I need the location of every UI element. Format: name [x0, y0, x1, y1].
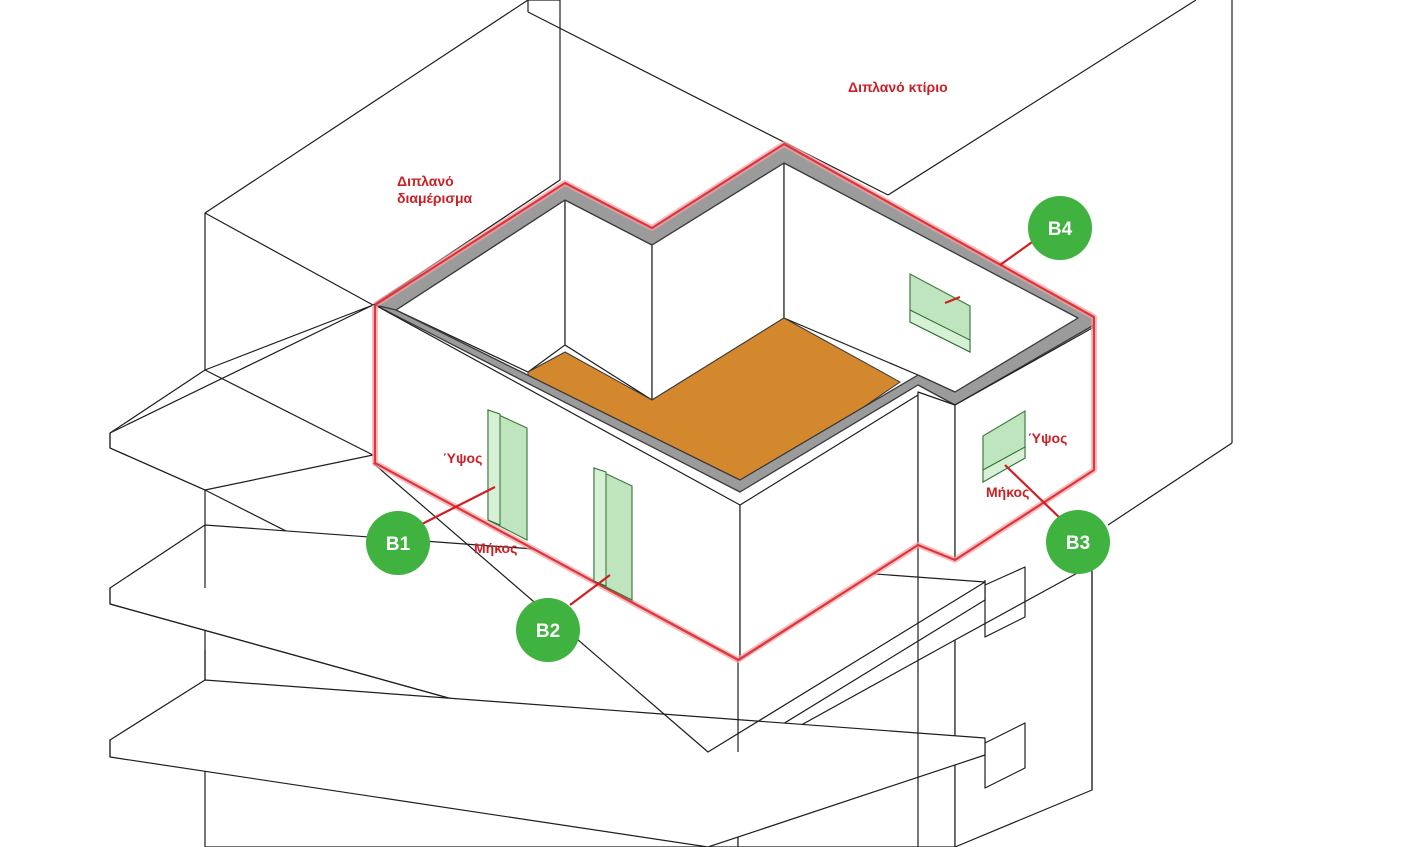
- b3-length-label: Μήκος: [986, 484, 1029, 500]
- neighbor-apartment-label-line2: διαμέρισμα: [397, 190, 473, 206]
- leader-b3: [1004, 464, 1063, 521]
- leader-b4-tick: [944, 295, 961, 305]
- badge-b4-label: B4: [1048, 219, 1073, 240]
- opening-b1: [487, 409, 528, 541]
- opening-b2: [593, 467, 633, 601]
- leader-b2: [569, 574, 611, 606]
- neighbor-apartment-label-line1: Διπλανό: [397, 173, 454, 189]
- badge-b4: B4: [1028, 196, 1092, 260]
- badge-b3: B3: [1046, 510, 1110, 574]
- badge-b1-label: B1: [386, 534, 411, 555]
- opening-b4: [909, 273, 971, 353]
- badge-b3-label: B3: [1066, 533, 1090, 554]
- neighbor-building-label: Διπλανό κτίριο: [848, 79, 948, 95]
- badge-b2: B2: [516, 598, 580, 662]
- b1-length-label: Μήκος: [474, 540, 517, 556]
- room-outline: [372, 141, 1097, 663]
- neighbor-building: [887, 0, 1233, 526]
- badge-b2-label: B2: [536, 621, 560, 642]
- b3-height-label: Ύψος: [1028, 430, 1067, 446]
- room-interior: [394, 161, 1079, 493]
- opening-b3: [982, 409, 1026, 484]
- badge-b1: B1: [366, 511, 430, 575]
- b1-height-label: Ύψος: [443, 450, 482, 466]
- leader-b4: [999, 239, 1036, 266]
- building-lower-floors: [109, 304, 1093, 847]
- leader-b1: [419, 486, 496, 526]
